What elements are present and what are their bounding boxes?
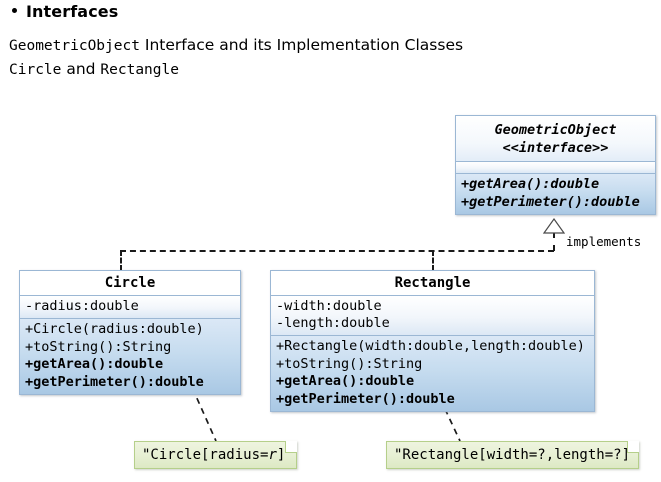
generalization-spine xyxy=(120,250,554,252)
header-subtitle-line2-mono1: Circle xyxy=(9,62,62,78)
interface-name: GeometricObject xyxy=(494,122,617,138)
note-text: "Rectangle[width=?,length=?]" xyxy=(394,447,639,463)
note-fold-corner-icon xyxy=(627,441,639,453)
class-title-circle: Circle xyxy=(20,271,240,296)
implements-arrowhead-icon xyxy=(543,218,565,234)
attributes-compartment-rectangle: -width:double -length:double xyxy=(271,296,594,336)
note-rectangle-tostring[interactable]: "Rectangle[width=?,length=?]" xyxy=(386,441,639,469)
class-title-geometricobject: GeometricObject <<interface>> xyxy=(456,116,655,162)
class-box-geometricobject[interactable]: GeometricObject <<interface>> +getArea()… xyxy=(455,115,656,215)
class-box-circle[interactable]: Circle -radius:double +Circle(radius:dou… xyxy=(19,270,241,395)
methods-compartment-geometricobject: +getArea():double +getPerimeter():double xyxy=(456,174,655,214)
attributes-compartment-circle: -radius:double xyxy=(20,296,240,319)
method-item: +getPerimeter():double xyxy=(25,373,204,390)
implements-label: implements xyxy=(566,234,642,249)
attributes-compartment-geometricobject xyxy=(456,162,655,174)
header-subtitle-line2-mono2: Rectangle xyxy=(100,62,179,78)
interface-stereotype: <<interface>> xyxy=(502,140,609,156)
page-title: Interfaces xyxy=(26,2,119,21)
header-subtitle-line1: GeometricObject Interface and its Implem… xyxy=(9,36,463,54)
note-fold-corner-icon xyxy=(285,441,297,453)
method-item: +getArea():double xyxy=(25,356,164,372)
class-box-rectangle[interactable]: Rectangle -width:double -length:double +… xyxy=(270,270,595,412)
method-item: +toString():String xyxy=(25,338,172,355)
bullet-icon xyxy=(12,8,17,13)
method-item: +getArea():double xyxy=(461,176,600,192)
header-bullet-row: Interfaces xyxy=(12,2,118,21)
generalization-branch-circle xyxy=(120,250,122,271)
method-item: +getPerimeter():double xyxy=(276,390,455,407)
class-title-rectangle: Rectangle xyxy=(271,271,594,296)
generalization-branch-rectangle xyxy=(432,250,434,271)
attribute-item: -radius:double xyxy=(25,298,139,314)
note-text-pre: "Circle[radius= xyxy=(142,447,269,463)
header-subtitle-line1-rest: Interface and its Implementation Classes xyxy=(139,36,464,54)
method-item: +getArea():double xyxy=(276,373,415,389)
method-item: +Rectangle(width:double,length:double) xyxy=(276,338,585,354)
methods-compartment-circle: +Circle(radius:double) +toString():Strin… xyxy=(20,319,240,394)
generalization-branch-interface xyxy=(553,232,555,251)
header-subtitle-line2: Circle and Rectangle xyxy=(9,60,179,78)
method-item: +getPerimeter():double xyxy=(461,193,640,210)
note-text-variable: r xyxy=(268,447,277,463)
header-subtitle-line1-mono: GeometricObject xyxy=(9,38,140,54)
method-item: +toString():String xyxy=(276,355,423,372)
method-item: +Circle(radius:double) xyxy=(25,321,204,337)
note-circle-tostring[interactable]: "Circle[radius=r]" xyxy=(134,441,297,469)
attribute-item: -width:double xyxy=(276,298,382,314)
header-subtitle-line2-mid: and xyxy=(61,60,101,78)
methods-compartment-rectangle: +Rectangle(width:double,length:double) +… xyxy=(271,336,594,411)
attribute-item: -length:double xyxy=(276,315,390,331)
